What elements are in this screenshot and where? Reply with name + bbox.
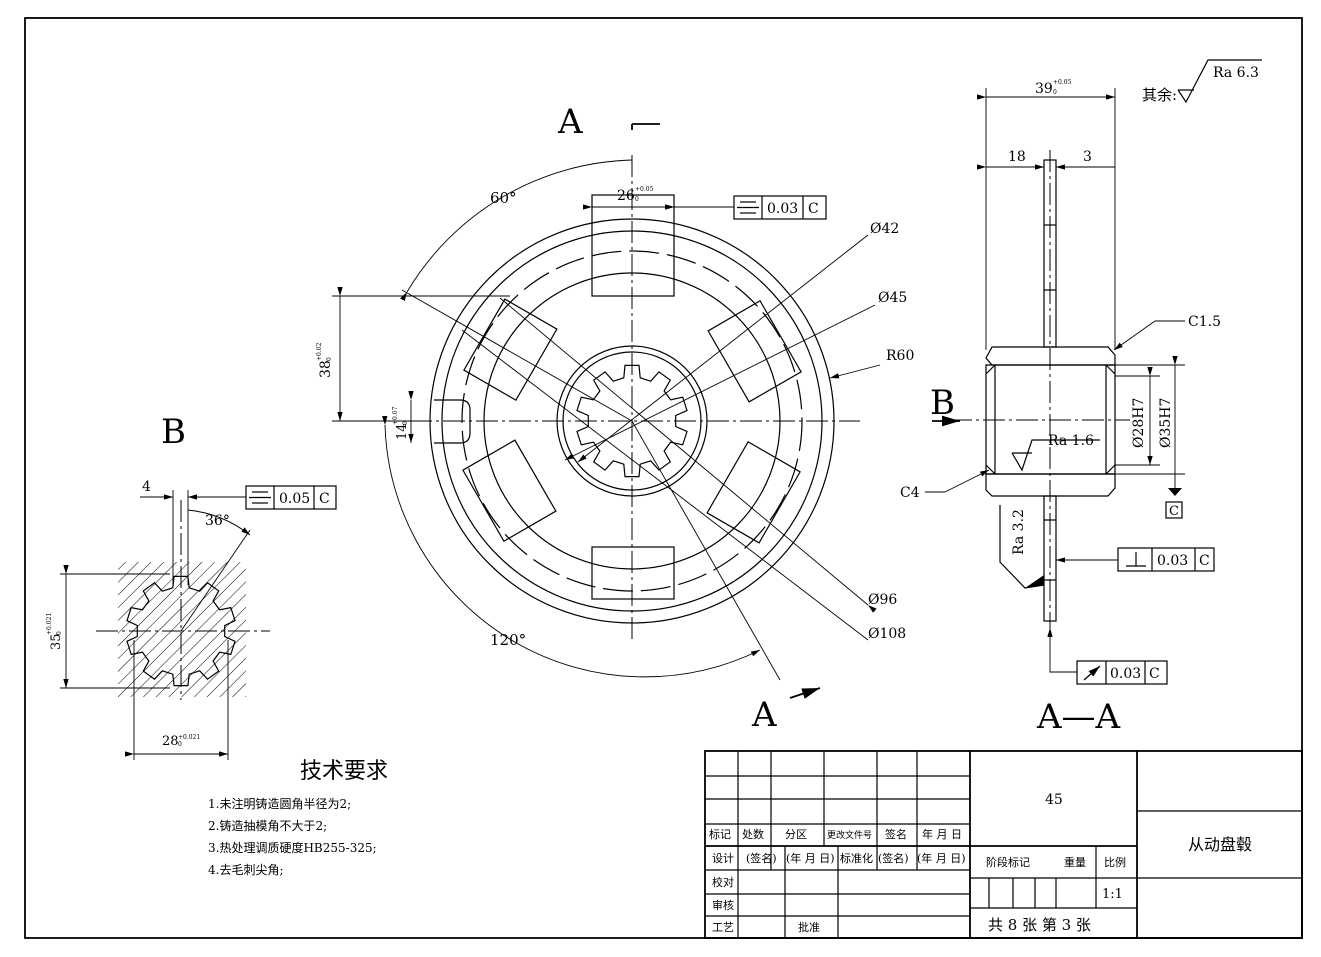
dim-height-label: 38 — [318, 360, 334, 378]
tb-sheets: 共 8 张 第 3 张 — [988, 916, 1091, 934]
tb-approve: 批准 — [798, 920, 820, 934]
dim-slot-tol-label: +0.07 — [392, 406, 399, 425]
svg-text:0.03: 0.03 — [767, 201, 798, 217]
pocket-top — [591, 194, 675, 297]
runout-tol-frame: 0.03 C — [1076, 660, 1168, 685]
tb-scale: 1:1 — [1102, 887, 1123, 902]
tb-label-mark: 标记 — [709, 827, 731, 841]
tb-sign: (签名) — [746, 851, 777, 865]
tb-stage: 阶段标记 — [986, 855, 1030, 869]
spline-b — [126, 575, 236, 687]
pocket-ul — [463, 298, 558, 401]
view-aa — [925, 88, 1185, 673]
dim-height-tol-label: +0.02 — [316, 342, 323, 361]
d96-label: Ø96 — [868, 592, 897, 608]
dim-width-label: 26 — [617, 188, 635, 204]
perp-tol-frame: 0.03 C — [1117, 547, 1215, 572]
d42-label: Ø42 — [870, 221, 899, 237]
tb-label-date: 年 月 日 — [922, 827, 962, 841]
dim-slot-tol-low-label: 0 — [402, 421, 409, 425]
sym-tol-frame-front: 0.03 C — [733, 195, 827, 220]
tech-req-item-2: 2.铸造抽模角不大于2; — [208, 818, 327, 833]
ra-face-label: Ra 3.2 — [1011, 509, 1027, 555]
part-name: 从动盘毂 — [1188, 835, 1252, 854]
d28-label: Ø28H7 — [1131, 398, 1147, 448]
front-view — [332, 123, 881, 699]
view-b — [60, 490, 270, 760]
tb-date2: (年 月 日) — [917, 851, 966, 865]
svg-text:0.03: 0.03 — [1110, 666, 1141, 682]
angle-top-label: 60° — [490, 189, 517, 207]
chamfer-bottom-label: C4 — [900, 485, 920, 501]
tb-sign2: (签名) — [878, 851, 909, 865]
dim-width-tol-low-label: 0 — [635, 196, 639, 203]
dim-4-label: 4 — [142, 479, 151, 495]
tb-weight: 重量 — [1064, 855, 1086, 869]
tb-craft: 工艺 — [712, 921, 734, 934]
svg-text:0.05: 0.05 — [279, 491, 310, 507]
d45-label: Ø45 — [878, 290, 907, 306]
tech-req-item-4: 4.去毛刺尖角; — [208, 863, 284, 877]
d108-label: Ø108 — [868, 626, 906, 642]
dim-height-tol-low-label: 0 — [326, 357, 333, 361]
svg-text:其余:: 其余: — [1142, 86, 1177, 104]
view-aa-title: A—A — [1036, 697, 1121, 737]
pocket-bottom — [591, 546, 675, 600]
dim-slot-label: 14 — [395, 423, 410, 440]
title-block — [704, 750, 1303, 939]
tech-req-item-1: 1.未注明铸造圆角半径为2; — [208, 796, 351, 811]
sym-tol-frame-b: 0.05 C — [245, 485, 337, 510]
dim-28-label: 28 — [162, 734, 179, 749]
pocket-ur — [707, 300, 802, 403]
roughness-rest: 其余: Ra 6.3 — [1142, 59, 1262, 104]
svg-text:Ra 6.3: Ra 6.3 — [1213, 65, 1259, 81]
section-a-bottom-label: A — [751, 695, 777, 735]
dim-39-tol-label: +0.05 — [1053, 79, 1072, 86]
dim-35-tol-low-label: 0 — [56, 631, 63, 635]
dim-35-tol-label: +0.021 — [46, 613, 53, 635]
svg-text:0.03: 0.03 — [1157, 553, 1188, 569]
angle-36-label: 36° — [205, 513, 230, 529]
tb-design: 设计 — [712, 852, 734, 865]
tb-review: 审核 — [712, 898, 734, 912]
dim-39-tol-low-label: 0 — [1053, 89, 1057, 96]
dim-35-label: 35 — [49, 633, 64, 650]
d35-label: Ø35H7 — [1158, 398, 1174, 448]
dim-18-label: 18 — [1008, 149, 1026, 165]
tb-label-docno: 更改文件号 — [827, 829, 872, 841]
view-b-title: B — [161, 412, 186, 452]
dim-28-tol-label: +0.021 — [178, 734, 200, 741]
tb-scale-label: 比例 — [1104, 855, 1126, 869]
tb-std: 标准化 — [840, 851, 873, 865]
r60-label: R60 — [886, 348, 914, 364]
angle-bottom-label: 120° — [490, 631, 526, 649]
tech-req-title: 技术要求 — [300, 759, 388, 784]
tb-label-sign: 签名 — [885, 827, 907, 841]
dim-width-tol-label: +0.05 — [635, 186, 654, 193]
tb-check: 校对 — [712, 875, 734, 889]
svg-text:C: C — [808, 201, 819, 217]
dim-3-label: 3 — [1083, 149, 1092, 165]
tech-req-item-3: 3.热处理调质硬度HB255-325; — [208, 840, 377, 855]
dim-39-label: 39 — [1035, 81, 1053, 97]
tb-date: (年 月 日) — [786, 851, 835, 865]
tb-label-count: 处数 — [742, 828, 764, 841]
svg-text:C: C — [319, 491, 330, 507]
svg-text:C: C — [1199, 553, 1210, 569]
datum-c-label: C — [1169, 504, 1179, 519]
chamfer-top-label: C1.5 — [1188, 314, 1221, 330]
section-b-marker: B — [930, 383, 955, 423]
drawing-border — [24, 17, 1303, 939]
dim-28-tol-low-label: 0 — [178, 741, 182, 748]
ra-bore-label: Ra 1.6 — [1048, 433, 1094, 449]
section-a-top-label: A — [557, 102, 583, 142]
svg-text:C: C — [1149, 666, 1160, 682]
material-label: 45 — [1045, 792, 1063, 808]
tb-label-zone: 分区 — [785, 828, 807, 841]
